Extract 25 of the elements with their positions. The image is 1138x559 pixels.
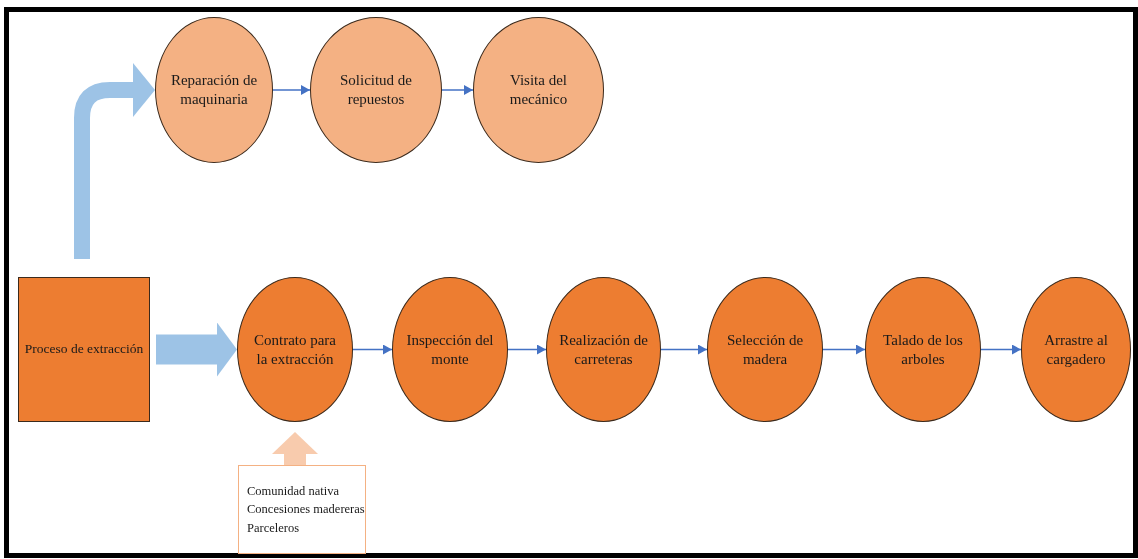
node-label: Selección de madera	[725, 330, 805, 369]
arrow	[980, 344, 1022, 355]
arrow	[822, 344, 866, 355]
node-label: Talado de los arboles	[882, 330, 964, 369]
node-label: Realización de carreteras	[558, 330, 649, 369]
note-box	[238, 465, 366, 554]
node-label: Reparación de maquinaria	[169, 71, 259, 109]
list-item: Concesiones madereras	[247, 501, 365, 519]
arrow	[272, 85, 311, 95]
block-arrow	[272, 432, 318, 465]
block-arrow	[74, 63, 155, 259]
list-item: Comunidad nativa	[247, 483, 339, 501]
node-label: Contrato para la extracción	[252, 330, 338, 369]
arrow	[507, 344, 547, 355]
node-label: Solicitud de repuestos	[338, 71, 414, 109]
block-arrow	[156, 322, 237, 377]
node-label: Inspección del monte	[405, 330, 495, 369]
node-label: Proceso de extracción	[24, 341, 144, 358]
arrow	[660, 344, 708, 355]
node-label: Visita del mecánico	[508, 71, 569, 109]
arrow	[441, 85, 474, 95]
arrow	[352, 344, 393, 355]
list-item: Parceleros	[247, 519, 300, 537]
node-label: Arrastre al cargadero	[1043, 330, 1109, 369]
process-box	[18, 277, 150, 422]
